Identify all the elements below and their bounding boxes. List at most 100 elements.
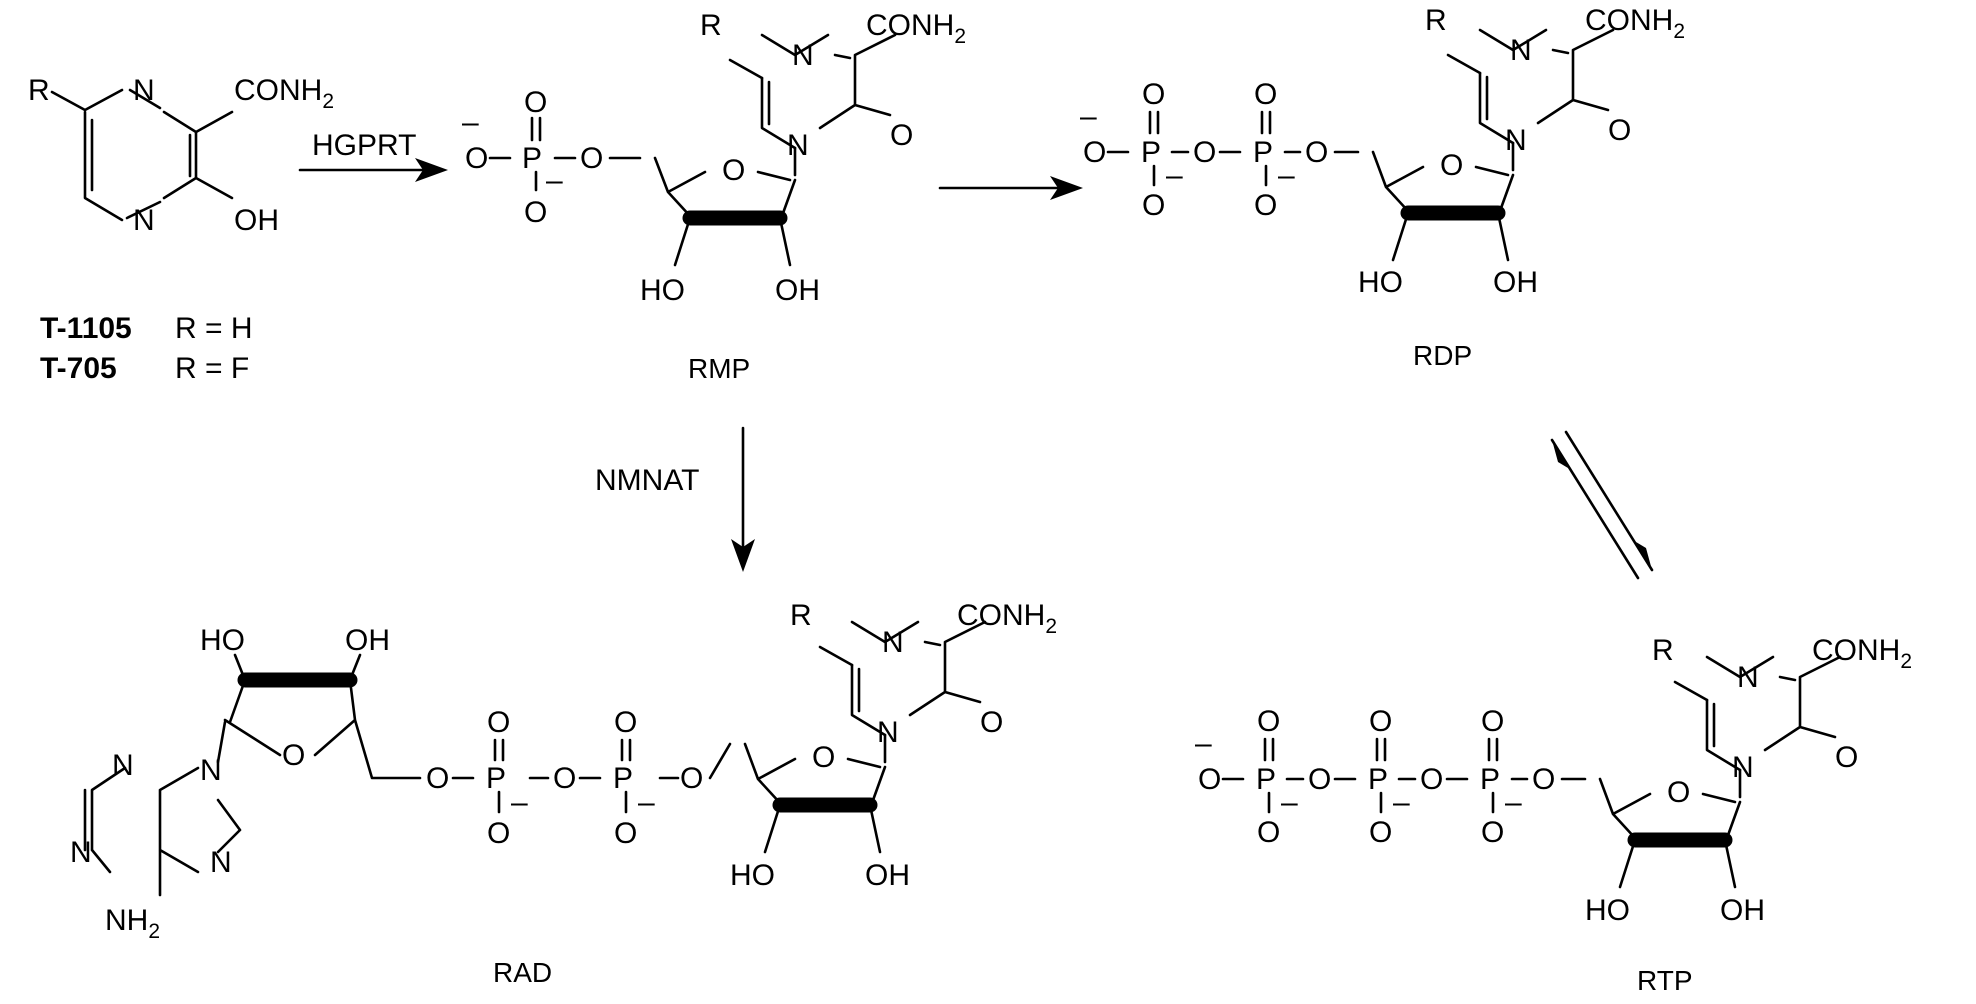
rdp-charge-2: – [1166, 159, 1183, 192]
rad-o-bottom-1: O [614, 817, 637, 850]
rtp-bridge-o-3: O [1308, 763, 1331, 796]
rdp-o-top-1: O [1254, 78, 1277, 111]
t-series-ring-n1: N [133, 74, 155, 107]
t1105-condition: R = H [175, 312, 253, 345]
rdp-ring-n1: N [1510, 34, 1532, 67]
rmp-caption: RMP [688, 353, 750, 384]
rtp-charge-1: – [1195, 727, 1212, 760]
rmp-keto-o: O [890, 119, 913, 152]
rtp-keto-o: O [1835, 741, 1858, 774]
rad-ring-o: O [812, 741, 835, 774]
starting-compound-t1105-t705: R N N CONH2 OH T-1105 R = H T-705 R = F [28, 74, 334, 385]
rmp-phosphorus: P [522, 142, 542, 175]
rad-keto-o: O [980, 706, 1003, 739]
rdp-bridge-o-2: O [1193, 136, 1216, 169]
rad-charge-2: – [511, 786, 528, 819]
rtp-o-top-1: O [1481, 705, 1504, 738]
rad-o-bottom-2: O [487, 817, 510, 850]
t705-name: T-705 [40, 352, 117, 385]
rad-ribose2-o: O [282, 739, 305, 772]
rdp-charge-3: – [1278, 159, 1295, 192]
rtp-charge-2: – [1281, 786, 1298, 819]
rtp-o-bottom-2: O [1369, 816, 1392, 849]
rtp-bridge-o-2: O [1420, 763, 1443, 796]
nmnat-label: NMNAT [595, 464, 699, 497]
rad-adenine-n-c: N [70, 836, 92, 869]
rad-o-top-1: O [614, 706, 637, 739]
rad-charge-1: – [638, 786, 655, 819]
rtp-r: R [1652, 634, 1674, 667]
rtp-ho: HO [1585, 894, 1630, 927]
nmnat-arrow: NMNAT [595, 426, 755, 572]
rtp-oh: OH [1720, 894, 1765, 927]
rmp-ring-n2: N [787, 129, 809, 162]
rdp-caption: RDP [1413, 340, 1472, 371]
rtp-o-bottom-3: O [1257, 816, 1280, 849]
rdp-r: R [1425, 4, 1447, 37]
rtp-phosphorus-2: P [1368, 763, 1388, 796]
rad-bridge-o-3: O [426, 762, 449, 795]
rmp-carboxamide: CONH2 [866, 9, 966, 48]
rtp-ring-n2: N [1732, 751, 1754, 784]
t705-condition: R = F [175, 352, 249, 385]
rmp-charge-2: – [546, 164, 563, 197]
rad-ring-n1: N [882, 626, 904, 659]
rtp-terminal-o: O [1198, 763, 1221, 796]
t-series-r: R [28, 74, 50, 107]
rdp-carboxamide: CONH2 [1585, 4, 1685, 43]
t-series-hydroxyl: OH [234, 204, 279, 237]
rtp-o-top-2: O [1369, 705, 1392, 738]
hgprt-label: HGPRT [312, 129, 416, 162]
rtp-carboxamide: CONH2 [1812, 634, 1912, 673]
rmp-r: R [700, 9, 722, 42]
rmp-ring-o: O [722, 154, 745, 187]
rdp-ho: HO [1358, 266, 1403, 299]
rad-adenine-n-d: N [210, 846, 232, 879]
rtp-o-bottom-1: O [1481, 816, 1504, 849]
rmp-phosphate-o-bottom: O [524, 196, 547, 229]
rdp-ring-n2: N [1505, 124, 1527, 157]
rtp-phosphorus-1: P [1480, 763, 1500, 796]
rad-o-top-2: O [487, 706, 510, 739]
rmp-compound: R N N CONH2 O O HO OH O P O O O – – RMP [462, 9, 966, 384]
t-series-ring-n2: N [133, 204, 155, 237]
hgprt-arrow: HGPRT [298, 129, 448, 182]
rad-ribose2-ho: HO [200, 624, 245, 657]
rdp-charge-1: – [1080, 100, 1097, 133]
rdp-phosphorus-1: P [1253, 136, 1273, 169]
rad-bridge-o-1: O [680, 762, 703, 795]
rdp-rtp-equilibrium-arrow [1550, 430, 1654, 580]
rdp-keto-o: O [1608, 114, 1631, 147]
rtp-charge-4: – [1505, 786, 1522, 819]
rad-ho: HO [730, 859, 775, 892]
rtp-charge-3: – [1393, 786, 1410, 819]
rmp-phosphate-o-bridge: O [580, 142, 603, 175]
rmp-phosphate-o-top: O [524, 86, 547, 119]
rad-phosphorus-1: P [613, 762, 633, 795]
rad-carboxamide: CONH2 [957, 599, 1057, 638]
rdp-ring-o: O [1440, 149, 1463, 182]
rdp-bridge-o-1: O [1305, 136, 1328, 169]
rad-caption: RAD [493, 957, 552, 988]
rad-phosphorus-2: P [486, 762, 506, 795]
rad-oh: OH [865, 859, 910, 892]
rdp-oh: OH [1493, 266, 1538, 299]
rdp-phosphorus-2: P [1141, 136, 1161, 169]
rad-r: R [790, 599, 812, 632]
rdp-o-bottom-1: O [1254, 189, 1277, 222]
rdp-o-bottom-2: O [1142, 189, 1165, 222]
rmp-oh: OH [775, 274, 820, 307]
rad-adenine-n-a: N [200, 754, 222, 787]
rmp-charge-1: – [462, 106, 479, 139]
rmp-ring-n1: N [792, 39, 814, 72]
rad-adenine-n-b: N [112, 749, 134, 782]
rtp-compound: R N N CONH2 O O HO OH O P O P O P O O O … [1195, 634, 1912, 996]
rad-compound: R N N CONH2 O O HO OH O P O P O O O O O … [70, 599, 1057, 988]
rtp-phosphorus-3: P [1256, 763, 1276, 796]
t-series-carboxamide: CONH2 [234, 74, 334, 113]
t1105-name: T-1105 [40, 312, 132, 345]
rtp-bridge-o-1: O [1532, 763, 1555, 796]
rad-adenine-amine: NH2 [105, 904, 160, 943]
rdp-terminal-o: O [1083, 136, 1106, 169]
